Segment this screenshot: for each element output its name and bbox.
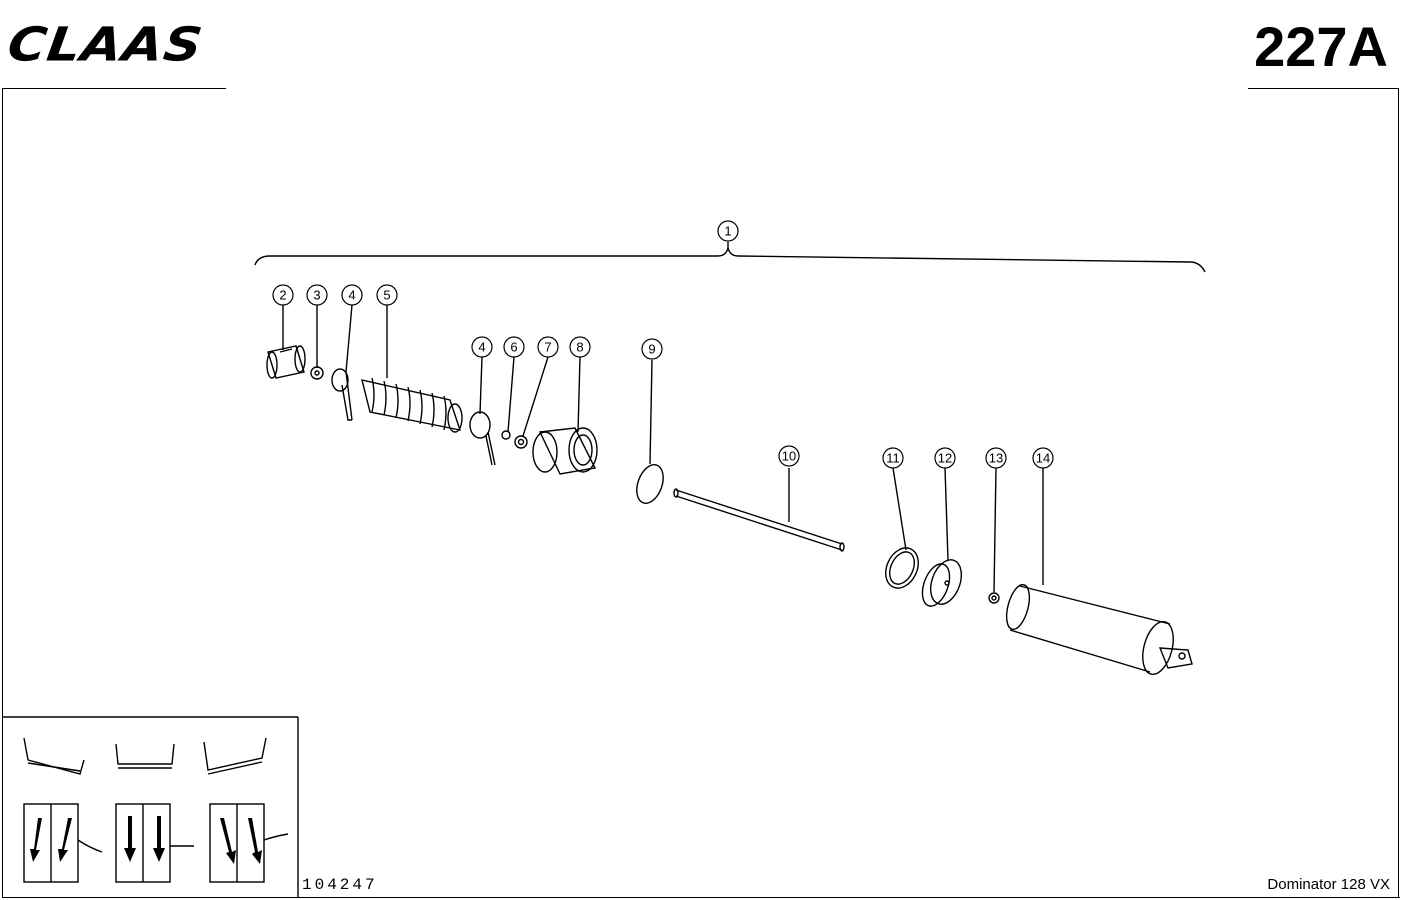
- callout-bubble: [569, 336, 591, 358]
- model-name: Dominator 128 VX: [1267, 876, 1390, 893]
- drawing-number: 104247: [302, 876, 378, 894]
- part-14-cylinder: [1005, 583, 1193, 676]
- callout-label: 6: [510, 340, 517, 355]
- callout-5: 5: [376, 284, 398, 306]
- callout-label: 7: [544, 340, 551, 355]
- callout-label: 11: [886, 451, 900, 466]
- callout-bubble: [376, 284, 398, 306]
- callout-label: 9: [648, 342, 655, 357]
- callout-label: 1: [724, 224, 731, 239]
- part-4-clamp-right: [469, 411, 496, 466]
- callout-label: 2: [279, 288, 286, 303]
- callout-13: 13: [985, 447, 1007, 469]
- callout-10: 10: [778, 445, 800, 467]
- callout-bubble: [503, 336, 525, 358]
- callout-bubble: [471, 336, 493, 358]
- part-11-ring: [885, 547, 919, 589]
- callout-label: 8: [576, 340, 583, 355]
- machine-orientation-thumbnails: [2, 716, 299, 897]
- callout-bubble: [272, 284, 294, 306]
- header-rule-right: [1248, 88, 1398, 89]
- frame-bottom: [2, 897, 1400, 898]
- callout-bubble: [934, 447, 956, 469]
- part-10-piston-rod: [673, 488, 845, 552]
- callout-bubble: [641, 338, 663, 360]
- callout-label: 10: [782, 449, 796, 464]
- callout-12: 12: [934, 447, 956, 469]
- part-2-pin: [266, 345, 306, 379]
- callout-7: 7: [537, 336, 559, 358]
- callout-bubble: [882, 447, 904, 469]
- sheet-number: 227A: [1254, 15, 1388, 78]
- callout-bubble: [717, 220, 739, 242]
- part-6-washer: [501, 430, 511, 440]
- callout-bubble: [778, 445, 800, 467]
- part-3-nut: [310, 366, 324, 380]
- callout-6: 6: [503, 336, 525, 358]
- callout-8: 8: [569, 336, 591, 358]
- part-8-fitting: [532, 427, 598, 475]
- callout-label: 5: [383, 288, 390, 303]
- callout-label: 12: [938, 451, 952, 466]
- callout-11: 11: [882, 447, 904, 469]
- header-rule-left: [2, 88, 226, 89]
- callout-label: 3: [313, 288, 320, 303]
- callout-label: 13: [989, 451, 1003, 466]
- callout-bubble: [306, 284, 328, 306]
- callout-4: 4: [471, 336, 493, 358]
- callout-bubble: [1032, 447, 1054, 469]
- part-13-nut: [988, 592, 1000, 604]
- part-7-nut: [514, 435, 528, 449]
- part-12-piston: [921, 559, 963, 607]
- part-4-clamp-left: [331, 368, 353, 421]
- callout-14: 14: [1032, 447, 1054, 469]
- callout-label: 4: [478, 340, 485, 355]
- callout-bubble: [341, 284, 363, 306]
- callout-bubble: [537, 336, 559, 358]
- callout-bubble: [985, 447, 1007, 469]
- callout-3: 3: [306, 284, 328, 306]
- callout-4: 4: [341, 284, 363, 306]
- callout-label: 14: [1036, 451, 1050, 466]
- frame-right: [1398, 88, 1399, 898]
- callout-1: 1: [717, 220, 739, 242]
- callout-2: 2: [272, 284, 294, 306]
- part-5-bellows: [361, 377, 463, 433]
- assembly-brace: [254, 247, 1206, 273]
- callout-label: 4: [348, 288, 355, 303]
- frame-left: [2, 88, 3, 898]
- callout-9: 9: [641, 338, 663, 360]
- part-9-o-ring: [636, 464, 664, 504]
